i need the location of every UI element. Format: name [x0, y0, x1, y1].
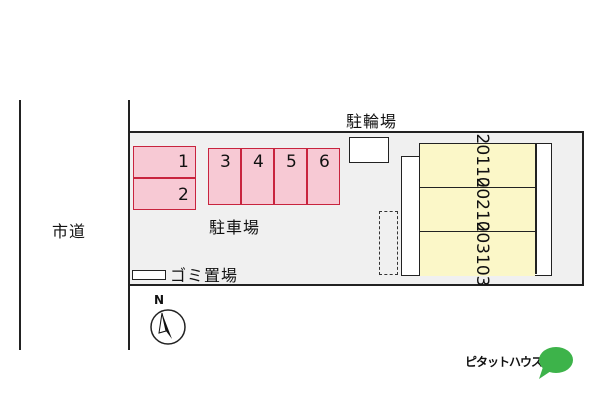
compass: N	[148, 293, 188, 353]
building: 201 101 202 102 203 103	[419, 134, 552, 287]
building-corridor	[401, 156, 423, 276]
parking-slot-number: 1	[178, 152, 189, 172]
garbage-label: ゴミ置場	[170, 266, 239, 285]
unit-row-2: 202 102	[420, 178, 535, 242]
compass-icon	[150, 309, 186, 345]
road-edge-left	[19, 100, 21, 350]
unit-upper-number: 202	[472, 177, 492, 210]
unit-row-1: 201 101	[420, 134, 535, 198]
parking-slot-number: 6	[319, 152, 330, 172]
balcony-divider	[535, 144, 537, 274]
unit-lower-number: 103	[472, 254, 492, 287]
bicycle-parking-label: 駐輪場	[346, 112, 398, 131]
bicycle-parking-box	[349, 137, 389, 163]
garbage-box	[132, 270, 166, 280]
parking-slot-number: 2	[178, 185, 189, 205]
parking-slot-1: 1	[133, 146, 196, 178]
parking-slot-number: 5	[286, 152, 297, 172]
brand-name: ピタットハウス	[465, 355, 543, 369]
road-label: 市道	[52, 222, 87, 241]
unit-row-3: 203 103	[420, 222, 535, 287]
parking-slot-number: 4	[253, 152, 264, 172]
dashed-area	[379, 211, 398, 275]
parking-slot-3: 3	[208, 148, 241, 205]
speech-bubble-icon	[539, 347, 573, 379]
brand-logo: ピタットハウス	[465, 345, 585, 385]
unit-upper-number: 203	[472, 221, 492, 254]
parking-slot-6: 6	[307, 148, 340, 205]
parking-slot-4: 4	[241, 148, 274, 205]
parking-slot-5: 5	[274, 148, 307, 205]
parking-label: 駐車場	[209, 218, 261, 237]
unit-upper-number: 201	[472, 133, 492, 166]
parking-slot-number: 3	[220, 152, 231, 172]
unit-label-3: 203 103	[460, 222, 504, 287]
parking-slot-2: 2	[133, 178, 196, 210]
north-label: N	[154, 293, 165, 307]
